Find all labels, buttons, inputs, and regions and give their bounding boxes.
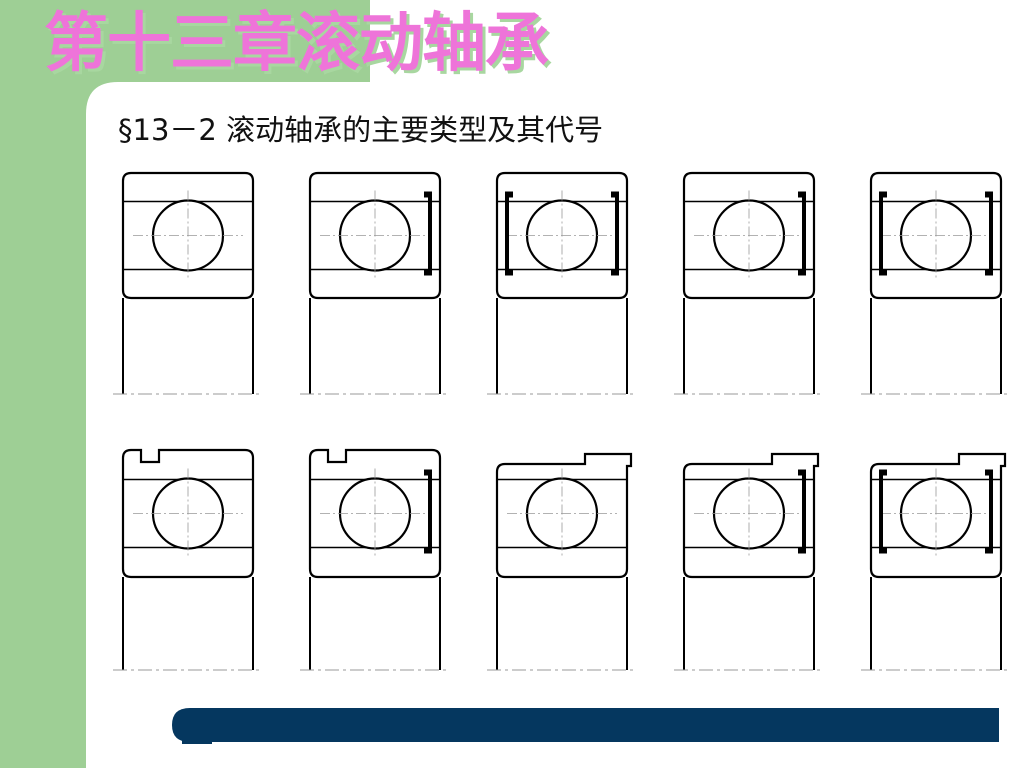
right-shield xyxy=(611,191,619,276)
outer-ring xyxy=(121,171,255,300)
section-heading: §13－2 滚动轴承的主要类型及其代号 xyxy=(118,113,604,147)
right-shield xyxy=(798,469,806,554)
outer-ring xyxy=(495,171,629,300)
left-shield xyxy=(879,469,887,554)
outer-ring xyxy=(682,452,820,579)
right-shield xyxy=(424,191,432,276)
bearing-two-shields xyxy=(861,171,1011,395)
outer-ring xyxy=(869,171,1003,300)
row-1 xyxy=(113,171,1011,395)
outer-ring xyxy=(308,171,442,300)
bearing-snap-groove xyxy=(113,448,263,671)
bottom-bar xyxy=(172,708,999,742)
left-shield xyxy=(879,191,887,276)
outer-ring xyxy=(121,448,255,579)
left-shield xyxy=(505,191,513,276)
bearing-flanged-one-shield xyxy=(674,452,824,671)
bottom-bar-corner xyxy=(182,738,212,744)
right-shield xyxy=(985,469,993,554)
sidebar-shape xyxy=(0,0,370,768)
outer-ring xyxy=(495,452,633,579)
bearing-two-shields xyxy=(487,171,637,395)
outer-ring xyxy=(682,171,816,300)
bearing-one-shield xyxy=(674,171,824,395)
slide-title: 第十三章滚动轴承 xyxy=(44,4,549,84)
right-shield xyxy=(424,469,432,554)
right-shield xyxy=(985,191,993,276)
outer-ring xyxy=(869,452,1007,579)
bearing-snap-groove-one-shield xyxy=(300,448,450,671)
slide-title-topic: 滚动轴承 xyxy=(296,6,549,81)
row-2 xyxy=(113,448,1011,671)
bearing-flanged xyxy=(487,452,637,671)
bearing-flanged-two-shields xyxy=(861,452,1011,671)
right-shield xyxy=(798,191,806,276)
slide-title-chapter: 第十三章 xyxy=(44,6,297,81)
bearing-open xyxy=(113,171,263,395)
bearing-one-shield xyxy=(300,171,450,395)
outer-ring xyxy=(308,448,442,579)
